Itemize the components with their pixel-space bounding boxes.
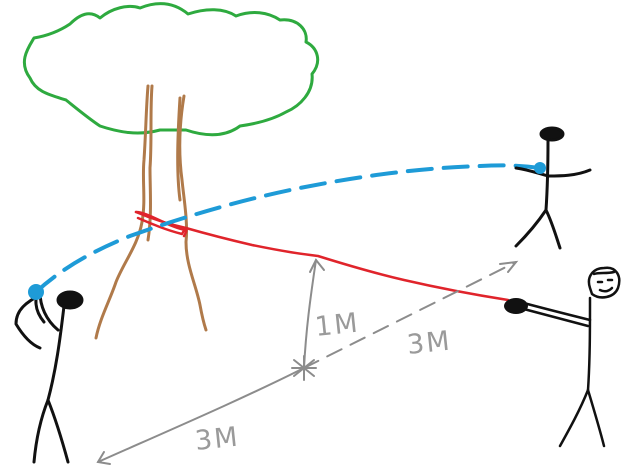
thrown-path [34,163,542,294]
rope-grip [504,298,528,314]
label-height: 1M [313,307,360,342]
person-top-right-body [544,138,550,212]
measure-lines [96,258,519,465]
person-top-right [514,126,592,250]
person-top-right-head [539,126,565,142]
ball-left [28,284,44,300]
label-width: 3M [193,421,240,456]
tree-canopy [22,2,320,137]
person-bottom-right [518,266,621,448]
rope-line [134,210,510,302]
person-bottom-right-legs [558,388,606,448]
origin-mark [291,355,317,381]
person-bottom-right-body [586,296,592,392]
tree-trunk [94,84,208,340]
person-top-right-legs [514,208,562,250]
person-left-head [56,290,84,310]
person-left [14,290,84,464]
ball-top-right [534,162,546,174]
person-left-body [46,304,66,402]
person-bottom-right-head [587,266,621,299]
depth-arrow [303,261,517,369]
label-depth: 3M [405,325,452,360]
width-arrow [97,367,305,463]
person-left-legs [32,398,70,464]
